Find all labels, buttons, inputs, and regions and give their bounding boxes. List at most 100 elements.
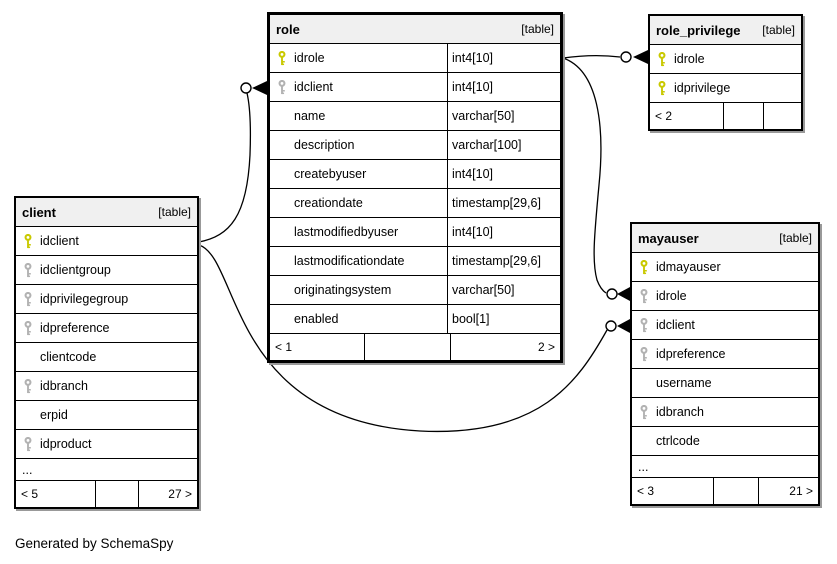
foreign-key-icon: [16, 291, 40, 307]
foreign-key-icon: [632, 288, 656, 304]
footer-parents: < 5: [21, 487, 39, 501]
column-name: idmayauser: [656, 260, 721, 274]
crowfoot-roleprivilege-idrole: [633, 50, 648, 64]
table-role-privilege-header[interactable]: role_privilege [table]: [650, 16, 801, 45]
table-tag: [table]: [779, 231, 812, 245]
foreign-key-icon: [270, 79, 294, 95]
relationship-line-role-mayauser: [562, 57, 607, 294]
zero-circle-role-idclient: [240, 82, 252, 94]
table-role[interactable]: role [table] idrole int4[10] idclient in…: [267, 12, 563, 363]
footer-children: 21 >: [758, 478, 818, 504]
column-name: idrole: [674, 52, 705, 66]
footer-mid: [723, 103, 763, 129]
column-name: clientcode: [40, 350, 97, 364]
table-row: createbyuser int4[10]: [270, 160, 560, 189]
relationship-line-client-mayauser: [198, 244, 608, 433]
foreign-key-icon: [16, 320, 40, 336]
column-type: varchar[50]: [447, 276, 560, 304]
primary-key-icon: [270, 50, 294, 66]
column-name: idrole: [294, 51, 325, 65]
column-name: idclient: [294, 80, 333, 94]
column-type: varchar[50]: [447, 102, 560, 130]
table-row: username: [632, 369, 818, 398]
table-client[interactable]: client [table] idclient idclientgroup id…: [14, 196, 199, 509]
column-name: username: [656, 376, 712, 390]
column-name: description: [294, 138, 355, 152]
column-name: idprivilegegroup: [40, 292, 129, 306]
table-row: ctrlcode: [632, 427, 818, 456]
footer-parents: < 3: [637, 484, 655, 498]
column-name: idclient: [40, 234, 79, 248]
table-mayauser[interactable]: mayauser [table] idmayauser idrole idcli…: [630, 222, 820, 506]
column-type: bool[1]: [447, 305, 560, 333]
table-name: mayauser: [638, 230, 699, 246]
zero-circle-mayauser-idrole: [606, 288, 618, 300]
column-name: lastmodificationdate: [294, 254, 405, 268]
table-role-privilege[interactable]: role_privilege [table] idrole idprivileg…: [648, 14, 803, 131]
table-row: idmayauser: [632, 253, 818, 282]
crowfoot-mayauser-idclient: [617, 319, 630, 333]
table-row: originatingsystem varchar[50]: [270, 276, 560, 305]
footer-mid: [364, 334, 450, 360]
foreign-key-icon: [632, 317, 656, 333]
column-name: idprivilege: [674, 81, 731, 95]
column-name: lastmodifiedbyuser: [294, 225, 399, 239]
column-name: enabled: [294, 312, 339, 326]
primary-key-icon: [632, 259, 656, 275]
table-row: idbranch: [16, 372, 197, 401]
column-type: timestamp[29,6]: [447, 247, 560, 275]
footer-parents: < 2: [655, 109, 673, 123]
table-row: idprivilegegroup: [16, 285, 197, 314]
table-role-header[interactable]: role [table]: [270, 15, 560, 44]
foreign-key-icon: [16, 436, 40, 452]
table-tag: [table]: [521, 22, 554, 36]
table-name: role: [276, 21, 300, 37]
column-name: originatingsystem: [294, 283, 392, 297]
column-name: ctrlcode: [656, 434, 700, 448]
zero-circle-mayauser-idclient: [605, 320, 617, 332]
column-name: idclient: [656, 318, 695, 332]
primary-key-icon: [16, 233, 40, 249]
column-name: idbranch: [656, 405, 704, 419]
more-columns-ellipsis: ...: [632, 456, 818, 478]
primary-key-icon: [650, 51, 674, 67]
table-row: idrole: [650, 45, 801, 74]
column-type: int4[10]: [447, 44, 560, 72]
column-type: timestamp[29,6]: [447, 189, 560, 217]
column-name: createbyuser: [294, 167, 367, 181]
crowfoot-mayauser-idrole: [617, 287, 630, 301]
generated-by-note: Generated by SchemaSpy: [15, 536, 174, 551]
table-name: role_privilege: [656, 22, 741, 38]
table-row: idrole int4[10]: [270, 44, 560, 73]
zero-circle-roleprivilege: [620, 51, 632, 63]
column-type: int4[10]: [447, 160, 560, 188]
footer-children: 2 >: [450, 334, 560, 360]
table-row: enabled bool[1]: [270, 305, 560, 334]
column-name: idrole: [656, 289, 687, 303]
column-name: idclientgroup: [40, 263, 111, 277]
foreign-key-icon: [16, 378, 40, 394]
table-row: clientcode: [16, 343, 197, 372]
table-row: lastmodificationdate timestamp[29,6]: [270, 247, 560, 276]
more-columns-ellipsis: ...: [16, 459, 197, 481]
table-row: creationdate timestamp[29,6]: [270, 189, 560, 218]
footer-mid: [95, 481, 138, 507]
column-name: name: [294, 109, 326, 123]
column-name: idpreference: [656, 347, 726, 361]
table-row: idclient: [632, 311, 818, 340]
column-name: idbranch: [40, 379, 88, 393]
column-type: int4[10]: [447, 73, 560, 101]
column-type: varchar[100]: [447, 131, 560, 159]
table-row: idpreference: [632, 340, 818, 369]
relationship-line-client-role: [198, 92, 252, 243]
table-client-header[interactable]: client [table]: [16, 198, 197, 227]
footer-parents: < 1: [275, 340, 293, 354]
table-row: idbranch: [632, 398, 818, 427]
table-row: idrole: [632, 282, 818, 311]
foreign-key-icon: [16, 262, 40, 278]
table-footer: < 3 21 >: [632, 478, 818, 504]
table-mayauser-header[interactable]: mayauser [table]: [632, 224, 818, 253]
foreign-key-icon: [632, 404, 656, 420]
table-row: name varchar[50]: [270, 102, 560, 131]
